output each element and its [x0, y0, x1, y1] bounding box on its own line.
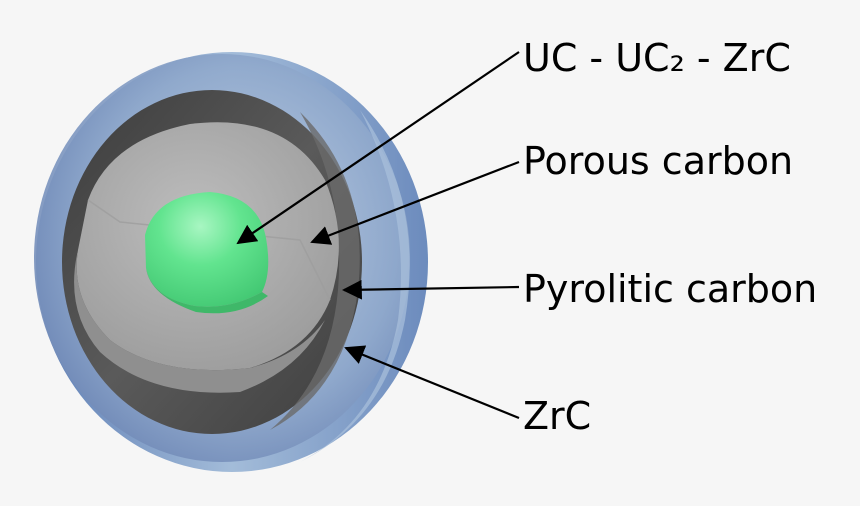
arrow-zrc — [344, 345, 520, 420]
arrow-kernel — [236, 51, 520, 245]
arrows — [236, 51, 520, 420]
label-kernel: UC - UC₂ - ZrC — [523, 36, 791, 80]
arrow-pyrolitic — [342, 279, 520, 300]
kernel-core — [145, 192, 269, 314]
label-zrc: ZrC — [523, 394, 592, 438]
label-porous-carbon: Porous carbon — [523, 139, 794, 183]
label-pyrolitic-carbon: Pyrolitic carbon — [523, 267, 818, 311]
arrow-porous — [310, 160, 520, 245]
